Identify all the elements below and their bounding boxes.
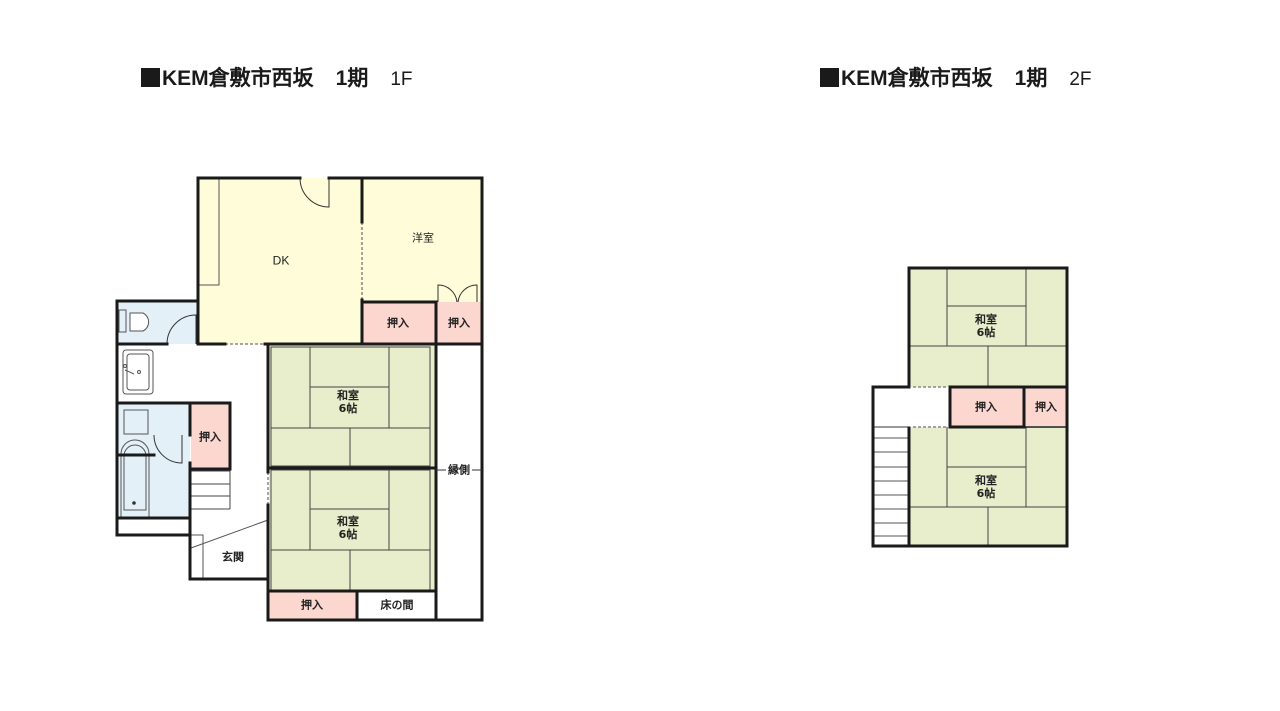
closet-d-label: 押入 bbox=[301, 598, 323, 612]
washitsu-2-size: 6帖 bbox=[338, 528, 358, 541]
floor2-title: KEM倉敷市西坂 1期 2F bbox=[820, 62, 1092, 92]
washitsu-1 bbox=[269, 345, 436, 468]
washitsu-1-size: 6帖 bbox=[338, 402, 358, 415]
dk-room bbox=[198, 178, 362, 344]
bathroom bbox=[117, 403, 190, 518]
square-bullet-icon bbox=[141, 68, 160, 87]
washitsu-2 bbox=[269, 468, 436, 590]
washitsu-1-name: 和室 bbox=[337, 389, 359, 402]
closet-b bbox=[436, 302, 482, 344]
closet-2f-a-label: 押入 bbox=[975, 400, 997, 414]
tokonoma-label: 床の間 bbox=[380, 598, 414, 612]
western-room bbox=[362, 178, 482, 302]
washitsu-2-label: 和室 6帖 bbox=[337, 515, 359, 541]
closet-2f-a bbox=[950, 387, 1024, 426]
western-room-label: 洋室 bbox=[412, 231, 434, 245]
washitsu-2f-2-name: 和室 bbox=[975, 474, 997, 487]
square-bullet-icon bbox=[820, 68, 839, 87]
engawa-label: 縁側 bbox=[447, 463, 471, 477]
floor2-level: 2F bbox=[1069, 69, 1092, 90]
washitsu-1-label: 和室 6帖 bbox=[337, 389, 359, 415]
floor1-period: 1期 bbox=[335, 67, 369, 90]
washitsu-2f-1-name: 和室 bbox=[975, 313, 997, 326]
floor2-period: 1期 bbox=[1014, 67, 1048, 90]
closet-2f-b-label: 押入 bbox=[1035, 400, 1057, 414]
genkan-label: 玄関 bbox=[222, 550, 244, 564]
floor1-title-name: KEM倉敷市西坂 bbox=[162, 67, 314, 90]
floor2-title-name: KEM倉敷市西坂 bbox=[841, 67, 993, 90]
floor1-level: 1F bbox=[390, 69, 413, 90]
dk-label: DK bbox=[272, 253, 290, 268]
washitsu-2f-1-label: 和室 6帖 bbox=[975, 313, 997, 339]
closet-a bbox=[362, 302, 436, 344]
washitsu-2-name: 和室 bbox=[337, 515, 359, 528]
washitsu-2f-2-size: 6帖 bbox=[976, 487, 996, 500]
floor1-title: KEM倉敷市西坂 1期 1F bbox=[141, 62, 413, 92]
closet-2f-b bbox=[1024, 387, 1067, 426]
closet-c-label: 押入 bbox=[199, 430, 221, 444]
closet-c bbox=[191, 403, 230, 469]
washitsu-2f-2-label: 和室 6帖 bbox=[975, 474, 997, 500]
closet-a-label: 押入 bbox=[387, 316, 409, 330]
closet-b-label: 押入 bbox=[448, 316, 470, 330]
closet-d bbox=[269, 592, 357, 620]
washitsu-2f-1-size: 6帖 bbox=[976, 326, 996, 339]
